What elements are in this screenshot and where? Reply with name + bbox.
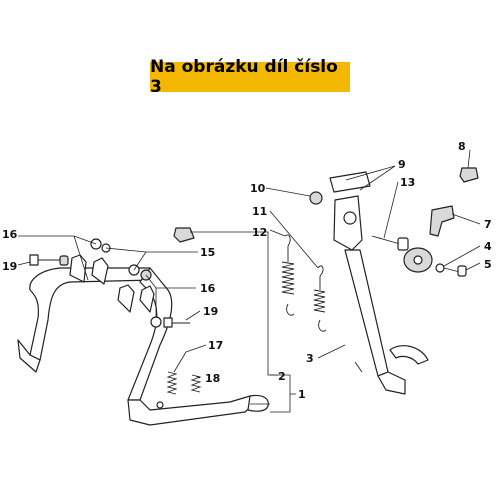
- callout-1: 1: [298, 388, 306, 401]
- callout-19-left: 19: [2, 260, 17, 273]
- callout-19-right: 19: [203, 305, 218, 318]
- leader-lines: [17, 149, 481, 413]
- bolt-13: [371, 235, 409, 251]
- rubber-block: [173, 227, 195, 243]
- banner-title: Na obrázku díl číslo 3: [150, 57, 350, 97]
- bolt-19-right: [163, 317, 190, 328]
- center-stand: [17, 254, 269, 426]
- nut-15: [128, 264, 152, 281]
- callout-7: 7: [484, 218, 492, 231]
- callout-18: 18: [205, 372, 220, 385]
- callout-17: 17: [208, 339, 223, 352]
- switch-7: [429, 205, 455, 237]
- callout-15: 15: [200, 246, 215, 259]
- callout-16-right: 16: [200, 282, 216, 295]
- bolt-19-left: [29, 254, 69, 266]
- callout-11: 11: [252, 205, 267, 218]
- callout-16-left: 16: [2, 228, 18, 241]
- spring-12: [281, 234, 295, 316]
- switch-body: [403, 247, 433, 273]
- callout-12: 12: [252, 226, 267, 239]
- bushings-16-left: [90, 238, 111, 253]
- callout-13: 13: [400, 176, 415, 189]
- spring-11: [313, 265, 327, 332]
- callout-3: 3: [306, 352, 314, 365]
- callout-2: 2: [278, 370, 286, 383]
- spring-17: [166, 371, 178, 395]
- bracket-9: [329, 171, 371, 193]
- callout-10: 10: [250, 182, 266, 195]
- nut-10: [309, 191, 323, 205]
- callout-9: 9: [398, 158, 406, 171]
- washer-4: [435, 263, 445, 273]
- callout-4: 4: [484, 240, 492, 253]
- bushing-16-right: [150, 316, 162, 328]
- callout-8: 8: [458, 140, 466, 153]
- side-stand: [333, 195, 429, 395]
- rubber-8: [459, 167, 479, 183]
- callout-5: 5: [484, 258, 492, 271]
- bolt-5: [443, 265, 467, 277]
